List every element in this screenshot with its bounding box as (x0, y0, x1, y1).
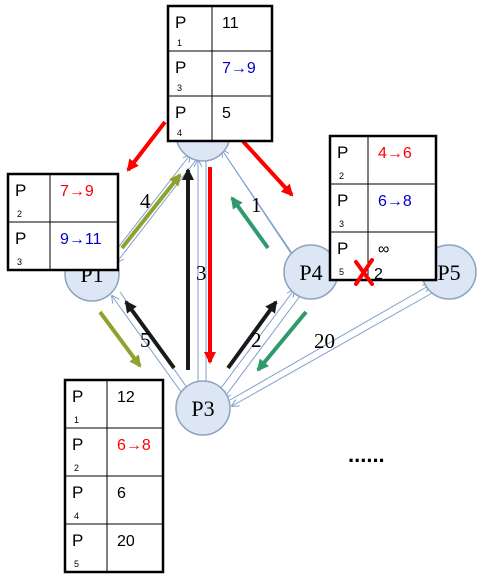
table-p3-row-1-value: 6→8 (117, 437, 151, 454)
black-arrow-p3-to-p4 (226, 300, 278, 370)
weight-p2-p3: 3 (196, 261, 207, 285)
table-p1-row-1-subscript: 3 (17, 257, 22, 267)
broken-link-x-icon (354, 258, 374, 286)
edge-p3-p4-a (217, 290, 294, 393)
table-p3-row-1-subscript: 2 (74, 463, 79, 473)
weight-p1-p3: 5 (140, 328, 151, 352)
table-p1-row-0-value: 7→9 (60, 183, 94, 200)
broken-link-value: 2 (374, 266, 383, 283)
node-p3-label: P3 (191, 396, 214, 421)
olive-arrow-p1-to-p2 (120, 173, 182, 250)
weight-p3-p4: 2 (251, 328, 262, 352)
table-p4-row-1-value: 6→8 (378, 193, 412, 210)
table-p2-row-0-value: 11 (222, 15, 239, 32)
edge-p3-p4-b (224, 295, 301, 398)
red-arrow-p2-to-p1-table (126, 120, 167, 172)
table-p4-row-0-subscript: 2 (339, 171, 344, 181)
weight-p2-p4: 1 (251, 193, 262, 217)
table-p3-row-3-subscript: 5 (74, 559, 79, 569)
table-p1-row-1-letter: P (15, 229, 26, 248)
node-p5-label: P5 (437, 260, 460, 285)
table-p4-row-2-subscript: 5 (339, 267, 344, 277)
teal-arrow-p4-to-p3 (256, 310, 308, 372)
weight-p3-p5: 20 (314, 329, 335, 353)
edge-p2-p4-b (225, 155, 298, 262)
table-p2-row-0-letter: P (175, 13, 186, 32)
node-p4-label: P4 (299, 260, 322, 285)
table-p3-row-0-value: 12 (117, 389, 135, 406)
table-p2-row-2-subscript: 4 (177, 128, 182, 138)
olive-arrow-p1-to-p3-table (98, 310, 142, 368)
table-p4-row-0-letter: P (337, 143, 348, 162)
edge-p3-p5-a (229, 285, 430, 401)
table-p2-row-1-subscript: 3 (177, 83, 182, 93)
table-p1-row-1-value: 9→11 (60, 231, 102, 248)
weight-p1-p2: 4 (140, 189, 151, 213)
table-p4-row-2-value: ∞ (378, 241, 389, 258)
table-p3-row-2-letter: P (72, 483, 83, 502)
table-p4-row-0-value: 4→6 (378, 145, 412, 162)
edge-weights: 4 3 1 5 2 20 (140, 189, 335, 353)
message-arrows (98, 120, 308, 372)
black-arrow-p3-to-p1 (124, 300, 176, 370)
node-p3: P3 (175, 380, 231, 436)
table-p3-row-0-subscript: 1 (74, 415, 79, 425)
teal-arrow-p4-to-p2 (230, 196, 270, 250)
table-p3-row-1-letter: P (72, 435, 83, 454)
table-p3-row-0-letter: P (72, 387, 83, 406)
edge-p1-p2-b (117, 159, 197, 262)
table-p3-row-3-letter: P (72, 531, 83, 550)
table-p3-row-2-subscript: 4 (74, 511, 79, 521)
table-p2-row-2-value: 5 (222, 105, 231, 122)
table-p3-row-2-value: 6 (117, 485, 126, 502)
table-p2-row-1-letter: P (175, 58, 186, 77)
table-p3-row-3-value: 20 (117, 533, 135, 550)
routing-table-p4-frame (328, 134, 438, 282)
table-p4-row-1-letter: P (337, 191, 348, 210)
edge-p1-p2-a (109, 155, 190, 259)
red-arrow-p2-to-p4-table (238, 136, 294, 197)
table-p4-row-2-letter: P (337, 239, 348, 258)
table-p1-row-0-subscript: 2 (17, 209, 22, 219)
ellipsis: ...... (348, 442, 385, 467)
table-p1-row-0-letter: P (15, 181, 26, 200)
routing-table-p2-frame (166, 4, 274, 143)
edge-p3-p5-b (232, 291, 435, 406)
routing-tables: P111P37→9P45P27→9P39→11P24→6P36→8P5∞P112… (6, 4, 438, 574)
table-p4-row-1-subscript: 3 (339, 219, 344, 229)
edge-p1-p3-a (112, 296, 185, 397)
table-p2-row-1-value: 7→9 (222, 60, 256, 77)
table-p2-row-2-letter: P (175, 103, 186, 122)
table-p2-row-0-subscript: 1 (177, 38, 182, 48)
